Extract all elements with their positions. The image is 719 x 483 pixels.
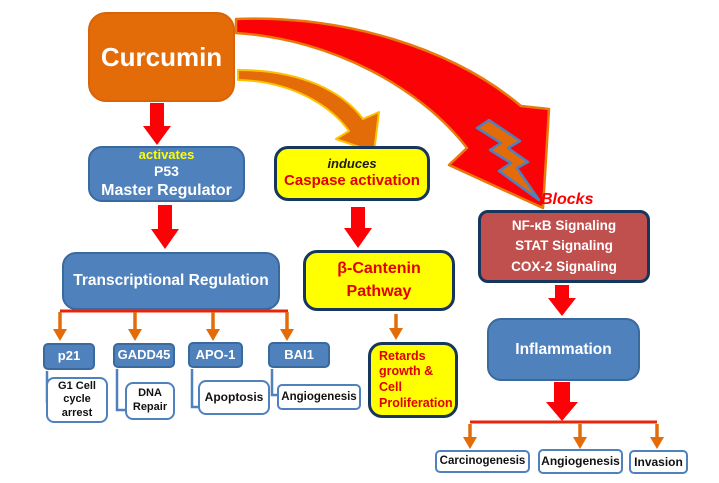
orange-branch-arrows-right: [463, 424, 664, 449]
node-bcatenin-pathway: β-Cantenin Pathway: [303, 250, 455, 311]
apo1-label: APO-1: [195, 346, 236, 362]
node-invasion: Invasion: [629, 450, 688, 474]
node-carcinogenesis: Carcinogenesis: [435, 450, 530, 473]
node-signaling-blocked: NF-κB Signaling STAT Signaling COX-2 Sig…: [478, 210, 650, 283]
nfkb-line1: NF-κB Signaling: [511, 218, 617, 234]
arrow-bcatenin-to-retards: [389, 314, 403, 340]
angiogenesis-effect-label: Angiogenesis: [281, 390, 357, 403]
nfkb-line2: STAT Signaling: [515, 238, 613, 254]
angiogenesis-outcome-label: Angiogenesis: [541, 454, 620, 468]
arrow-nfkb-to-inflammation: [548, 285, 576, 316]
nfkb-line3: COX-2 Signaling: [511, 258, 617, 274]
arrow-inflammation-down: [546, 382, 578, 421]
node-p53-master-regulator: activates P53 Master Regulator: [88, 146, 245, 202]
p21-label: p21: [57, 348, 81, 364]
orange-curve-arrow: [237, 69, 380, 153]
invasion-label: Invasion: [634, 454, 683, 469]
retards-line2: growth &: [379, 364, 434, 379]
node-bai1: BAI1: [268, 342, 330, 368]
node-transcriptional-regulation: Transcriptional Regulation: [62, 252, 280, 310]
red-swoosh-arrow: [234, 17, 551, 210]
gadd45-label: GADD45: [117, 347, 171, 363]
node-caspase-activation: induces Caspase activation: [274, 146, 430, 201]
retards-line1: Retards: [379, 348, 426, 363]
node-inflammation: Inflammation: [487, 318, 640, 381]
node-curcumin: Curcumin: [88, 12, 235, 102]
node-p21: p21: [43, 343, 95, 370]
node-apoptosis: Apoptosis: [198, 380, 270, 415]
node-dna-repair: DNA Repair: [125, 382, 175, 420]
retards-line4: Proliferation: [379, 395, 453, 410]
p53-activates-label: activates: [138, 147, 195, 163]
orange-branch-arrows-left: [53, 312, 294, 341]
transcriptional-label: Transcriptional Regulation: [73, 272, 269, 290]
g1-line3: arrest: [61, 406, 93, 419]
carcinogenesis-label: Carcinogenesis: [439, 455, 526, 468]
g1-line1: G1 Cell: [58, 380, 96, 393]
caspase-induces-label: induces: [327, 156, 377, 171]
bai1-label: BAI1: [284, 346, 314, 362]
arrow-caspase-to-bcatenin: [344, 207, 372, 248]
arrow-curcumin-to-p53: [143, 103, 171, 145]
retards-line3: Cell: [379, 380, 402, 394]
node-angiogenesis-effect: Angiogenesis: [277, 384, 361, 410]
caspase-name: Caspase activation: [284, 172, 420, 190]
dna-line1: DNA: [138, 387, 162, 400]
node-g1-cell-cycle-arrest: G1 Cell cycle arrest: [46, 377, 108, 423]
bcatenin-line1: β-Cantenin: [337, 260, 421, 278]
node-apo1: APO-1: [188, 342, 243, 368]
lightning-bolt-icon: [475, 118, 541, 202]
blocks-label: Blocks: [541, 191, 594, 208]
apoptosis-label: Apoptosis: [204, 390, 264, 404]
arrow-p53-to-transcriptional: [151, 205, 179, 249]
node-gadd45: GADD45: [113, 343, 175, 368]
p53-desc: Master Regulator: [101, 181, 232, 199]
bcatenin-line2: Pathway: [346, 282, 412, 300]
curcumin-label: Curcumin: [100, 41, 223, 72]
node-retards-growth: Retards growth & Cell Proliferation: [368, 342, 458, 418]
dna-line2: Repair: [132, 401, 168, 413]
node-angiogenesis-outcome: Angiogenesis: [538, 449, 623, 474]
g1-line2: cycle: [63, 393, 91, 406]
p53-name: P53: [154, 163, 179, 180]
inflammation-label: Inflammation: [515, 340, 612, 358]
